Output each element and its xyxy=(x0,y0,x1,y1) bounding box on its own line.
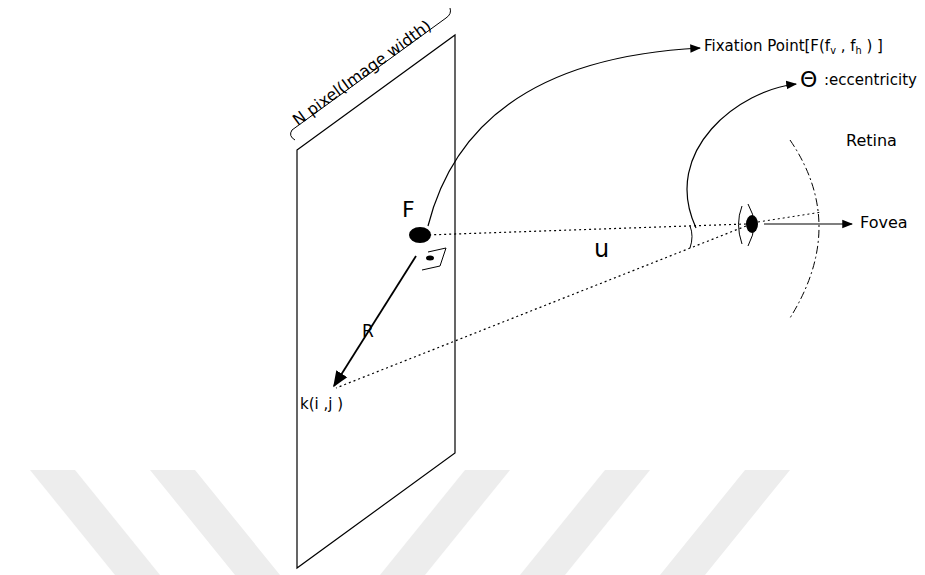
fixation-text: ) ] xyxy=(862,37,883,55)
point-label: k(i ,j ) xyxy=(300,396,343,413)
sight-line-point xyxy=(336,226,746,388)
retina-label: Retina xyxy=(846,132,897,150)
fixation-point xyxy=(409,227,431,243)
fixation-point-label: Fixation Point[F(fv , fh ) ] xyxy=(704,38,883,57)
angle-label: u xyxy=(594,236,609,262)
subscript: v xyxy=(830,45,836,56)
fovea-label: Fovea xyxy=(860,214,908,232)
angle-arc xyxy=(690,226,692,248)
subscript: h xyxy=(856,45,862,56)
eccentricity-label: :eccentricity xyxy=(824,72,917,89)
sight-line-fixation xyxy=(426,224,746,235)
eccentricity-symbol: Θ xyxy=(800,68,817,92)
fixation-letter: F xyxy=(402,198,415,222)
width-label: N pixel(Image width) xyxy=(289,17,434,129)
sight-line-retina xyxy=(758,212,822,222)
eye xyxy=(739,204,759,246)
fixation-text: Fixation Point[F(f xyxy=(704,37,830,55)
radius-arrow xyxy=(334,256,416,386)
fixation-text: , f xyxy=(836,37,856,55)
fovea-arrow xyxy=(764,223,852,224)
image-plane xyxy=(297,35,455,568)
radius-label: R xyxy=(362,322,374,341)
retina-arc xyxy=(790,140,819,318)
small-dot xyxy=(426,256,434,261)
right-angle-mark xyxy=(422,248,446,270)
fixation-callout xyxy=(428,48,700,226)
